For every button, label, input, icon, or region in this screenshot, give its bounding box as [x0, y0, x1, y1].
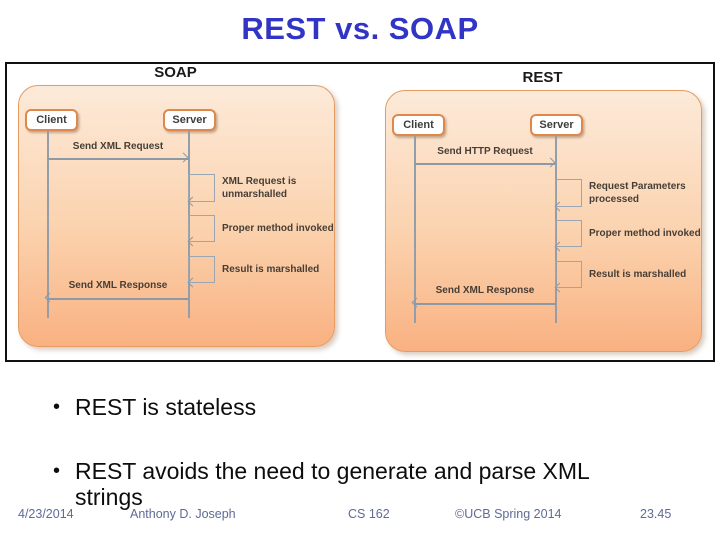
- rest-step-label-3: Result is marshalled: [589, 269, 687, 280]
- soap-diagram: SOAP Client Server Send XML Request XML …: [18, 64, 338, 356]
- rest-step-label-1: Request Parameters processed: [589, 181, 686, 205]
- rest-selfcall-box-1: [555, 179, 582, 207]
- soap-response-arrow: [47, 298, 189, 300]
- bullet-text: REST is stateless: [75, 394, 257, 420]
- rest-server-box: Server: [530, 114, 583, 136]
- rest-response-label: Send XML Response: [435, 285, 535, 296]
- rest-step-label-2: Proper method invoked: [589, 228, 701, 239]
- slide-title: REST vs. SOAP: [241, 11, 479, 46]
- rest-diagram: REST Client Server Send HTTP Request Req…: [385, 69, 705, 361]
- soap-server-box: Server: [163, 109, 216, 131]
- footer-course: CS 162: [348, 507, 390, 521]
- rest-diagram-title: REST: [522, 69, 563, 86]
- rest-response-arrow: [414, 303, 556, 305]
- rest-client-lifeline: [414, 136, 416, 323]
- soap-step-label-2: Proper method invoked: [222, 223, 334, 234]
- soap-client-box: Client: [25, 109, 78, 131]
- rest-request-arrow: [414, 163, 556, 165]
- rest-client-box: Client: [392, 114, 445, 136]
- soap-request-label: Send XML Request: [72, 141, 164, 152]
- rest-selfcall-box-3: [555, 261, 582, 288]
- soap-client-lifeline: [47, 131, 49, 318]
- soap-response-label: Send XML Response: [68, 280, 168, 291]
- bullet-dot-icon: •: [53, 460, 61, 482]
- soap-request-arrow: [47, 158, 189, 160]
- footer-copyright: ©UCB Spring 2014: [455, 507, 562, 521]
- soap-selfcall-box-1: [188, 174, 215, 202]
- footer-author: Anthony D. Joseph: [130, 507, 236, 521]
- soap-selfcall-box-3: [188, 256, 215, 283]
- soap-step-label-3: Result is marshalled: [222, 264, 320, 275]
- footer-date: 4/23/2014: [18, 507, 74, 521]
- soap-diagram-title: SOAP: [154, 64, 197, 81]
- rest-selfcall-box-2: [555, 220, 582, 247]
- bullet-item: • REST is stateless: [53, 394, 256, 420]
- soap-step-label-1: XML Request is unmarshalled: [222, 176, 297, 200]
- bullet-text: REST avoids the need to generate and par…: [75, 458, 589, 510]
- rest-request-label: Send HTTP Request: [437, 146, 533, 157]
- footer-page-number: 23.45: [640, 507, 672, 521]
- figure-frame: SOAP Client Server Send XML Request XML …: [5, 62, 715, 362]
- bullet-dot-icon: •: [53, 396, 61, 418]
- soap-selfcall-box-2: [188, 215, 215, 242]
- bullet-item: • REST avoids the need to generate and p…: [53, 458, 615, 510]
